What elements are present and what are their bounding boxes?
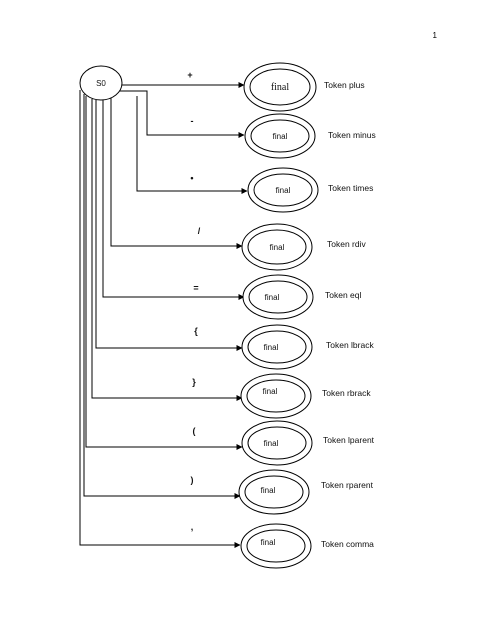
final-state-label: final: [270, 243, 285, 252]
edge-lparent: [85, 96, 243, 450]
edge-times: [136, 96, 248, 194]
final-state-lparent: final: [241, 420, 313, 466]
final-state-rbrack: final: [240, 373, 312, 419]
final-state-label: final: [261, 486, 276, 495]
final-state-times: final: [247, 167, 319, 213]
edge-eql: [102, 100, 245, 300]
edge-comma: [79, 90, 241, 548]
token-label-times: Token times: [328, 183, 373, 193]
start-state: S0: [79, 65, 123, 101]
symbol-minus: -: [191, 116, 194, 126]
final-state-label: final: [263, 387, 278, 396]
edge-minus: [119, 90, 245, 138]
token-label-eql: Token eql: [325, 290, 361, 300]
page-number: 1: [432, 31, 437, 40]
symbol-lbrack: {: [194, 326, 198, 336]
final-states: final final final final final: [238, 62, 319, 569]
final-state-label: final: [276, 186, 291, 195]
symbol-times: •: [190, 173, 193, 183]
final-state-label: final: [264, 343, 279, 352]
final-state-eql: final: [242, 274, 314, 320]
edge-rparent: [83, 94, 241, 499]
token-label-lparent: Token lparent: [323, 435, 375, 445]
token-label-rdiv: Token rdiv: [327, 239, 366, 249]
symbol-lparent: (: [193, 426, 196, 436]
token-label-lbrack: Token lbrack: [326, 340, 374, 350]
symbol-plus: +: [187, 70, 192, 80]
token-label-minus: Token minus: [328, 130, 376, 140]
final-state-label: final: [273, 132, 288, 141]
token-labels: Token plus Token minus Token times Token…: [321, 80, 376, 549]
final-state-label: final: [271, 82, 290, 93]
transition-edges: [79, 82, 248, 548]
symbol-rparent: ): [191, 475, 194, 485]
edge-rdiv: [110, 98, 243, 249]
final-state-comma: final: [240, 523, 312, 569]
final-state-label: final: [265, 293, 280, 302]
token-label-comma: Token comma: [321, 539, 374, 549]
final-state-lbrack: final: [241, 324, 313, 370]
final-state-label: final: [261, 538, 276, 547]
final-state-plus: final: [243, 62, 317, 112]
final-state-minus: final: [244, 113, 316, 159]
symbol-eql: =: [193, 283, 198, 293]
start-state-label: S0: [96, 79, 106, 88]
final-state-rparent: final: [238, 469, 310, 515]
edge-lbrack: [95, 100, 243, 351]
symbol-rbrack: }: [192, 377, 196, 387]
token-label-rparent: Token rparent: [321, 480, 374, 490]
token-label-rbrack: Token rbrack: [322, 388, 371, 398]
symbol-comma: ,: [191, 522, 194, 532]
final-state-rdiv: final: [241, 223, 313, 271]
symbol-rdiv: /: [198, 226, 201, 236]
token-label-plus: Token plus: [324, 80, 365, 90]
transition-symbols: + - • / = { } ( ) ,: [187, 70, 200, 532]
final-state-label: final: [264, 439, 279, 448]
edge-rbrack: [91, 99, 243, 401]
